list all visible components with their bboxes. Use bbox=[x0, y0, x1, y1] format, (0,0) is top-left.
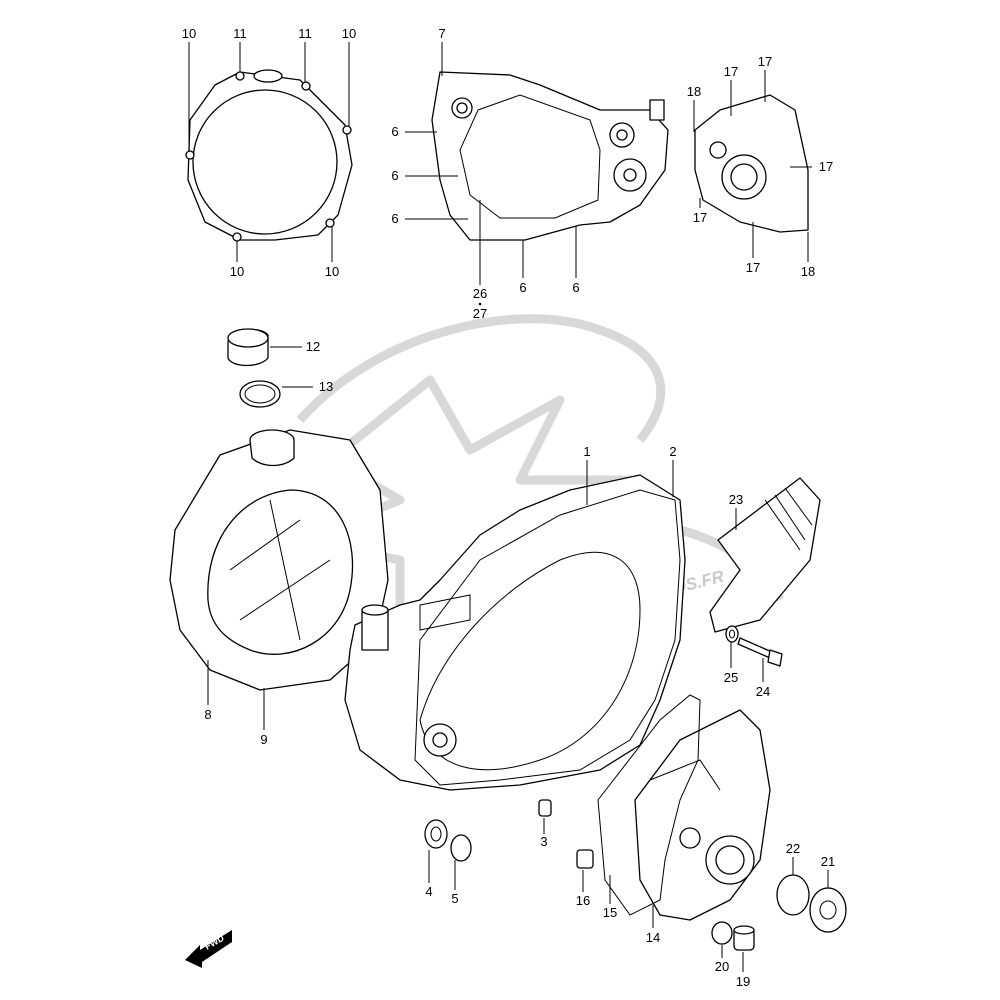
callout-6: 6 bbox=[519, 280, 526, 295]
part-crankcase-gasket-2 bbox=[414, 489, 681, 786]
callout-10: 10 bbox=[342, 26, 356, 41]
part-oil-seal-4 bbox=[424, 819, 448, 849]
callout-15: 15 bbox=[603, 905, 617, 920]
callout-10: 10 bbox=[230, 264, 244, 279]
callout-1: 1 bbox=[583, 444, 590, 459]
callout-10: 10 bbox=[182, 26, 196, 41]
part-dowel-3 bbox=[538, 799, 552, 817]
callout-27: 27 bbox=[473, 306, 487, 321]
callout-6: 6 bbox=[391, 168, 398, 183]
callout-3: 3 bbox=[540, 834, 547, 849]
callout-12: 12 bbox=[306, 339, 320, 354]
callout-6: 6 bbox=[391, 211, 398, 226]
part-generator-cover-gasket bbox=[694, 94, 809, 233]
callout-11: 11 bbox=[233, 26, 247, 41]
callout-6: 6 bbox=[391, 124, 398, 139]
callout-17: 17 bbox=[724, 64, 738, 79]
callout-labels: 10 11 11 10 10 10 7 6 6 6 6 6 26 27 18 1… bbox=[182, 26, 835, 989]
part-chain-guard bbox=[709, 477, 821, 633]
callout-25: 25 bbox=[724, 670, 738, 685]
callout-8: 8 bbox=[204, 707, 211, 722]
part-crankcase-gasket bbox=[431, 71, 669, 241]
part-oil-cap bbox=[227, 328, 269, 367]
callout-22: 22 bbox=[786, 841, 800, 856]
callout-18: 18 bbox=[687, 84, 701, 99]
callout-16: 16 bbox=[576, 893, 590, 908]
callout-13: 13 bbox=[319, 379, 333, 394]
callout-26: 26 bbox=[473, 286, 487, 301]
callout-17: 17 bbox=[693, 210, 707, 225]
part-clutch-cover-gasket bbox=[185, 69, 353, 242]
part-generator-cover bbox=[634, 709, 771, 921]
part-washer-20 bbox=[711, 921, 733, 945]
leader-lines bbox=[188, 42, 829, 972]
fwd-arrow: FWD bbox=[185, 930, 232, 968]
callout-11: 11 bbox=[298, 26, 312, 41]
callout-24: 24 bbox=[756, 684, 770, 699]
part-o-ring-22 bbox=[776, 874, 810, 916]
part-crankcase bbox=[344, 474, 686, 791]
callout-6: 6 bbox=[572, 280, 579, 295]
callout-4: 4 bbox=[425, 884, 432, 899]
part-generator-gasket bbox=[597, 694, 701, 916]
callout-17: 17 bbox=[758, 54, 772, 69]
callout-9: 9 bbox=[260, 732, 267, 747]
callout-7: 7 bbox=[438, 26, 445, 41]
callout-separator-dot bbox=[478, 302, 482, 306]
part-clutch-cover bbox=[169, 429, 389, 691]
callout-21: 21 bbox=[821, 854, 835, 869]
callout-17: 17 bbox=[746, 260, 760, 275]
callout-20: 20 bbox=[715, 959, 729, 974]
callout-17: 17 bbox=[819, 159, 833, 174]
callout-18: 18 bbox=[801, 264, 815, 279]
callout-10: 10 bbox=[325, 264, 339, 279]
part-washer-25 bbox=[725, 625, 739, 643]
callout-5: 5 bbox=[451, 891, 458, 906]
part-plug-21 bbox=[809, 887, 847, 933]
callout-14: 14 bbox=[646, 930, 660, 945]
part-circlip-5 bbox=[450, 834, 472, 862]
part-bolt-24 bbox=[737, 637, 783, 667]
callout-2: 2 bbox=[669, 444, 676, 459]
part-dowel-16 bbox=[576, 849, 594, 869]
callout-19: 19 bbox=[736, 974, 750, 989]
callout-23: 23 bbox=[729, 492, 743, 507]
part-plug-19 bbox=[733, 925, 755, 951]
part-o-ring-13 bbox=[239, 380, 281, 408]
